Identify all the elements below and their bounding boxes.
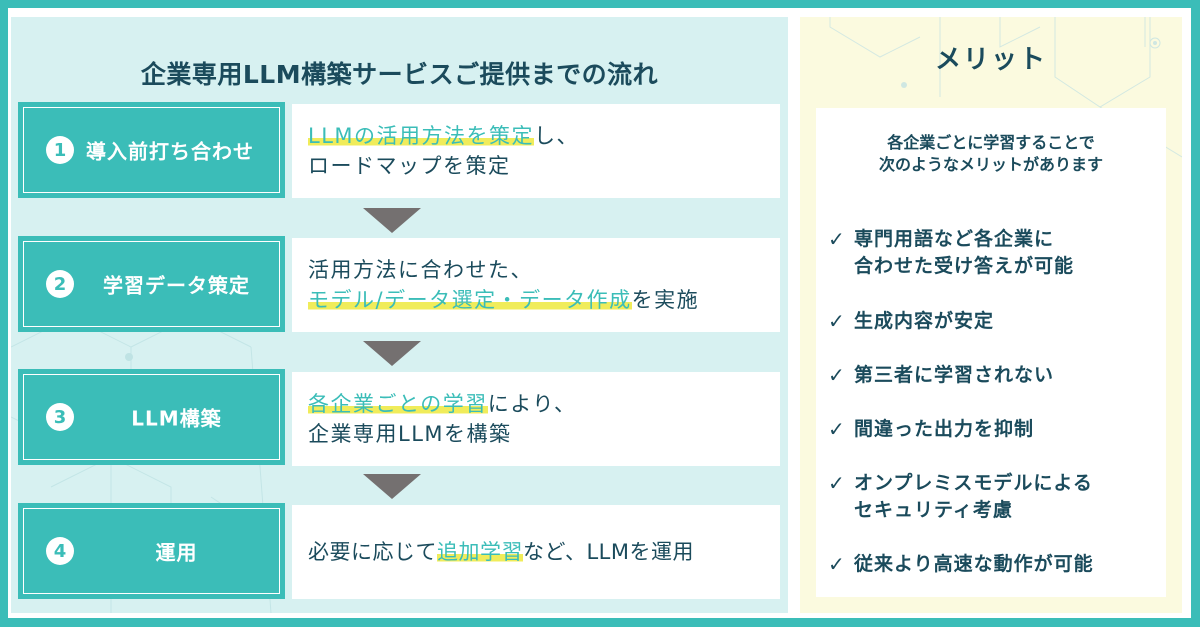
merit-item: ✓ 第三者に学習されない xyxy=(828,362,1164,389)
merit-text: 生成内容が安定 xyxy=(854,310,995,332)
highlight-text: LLMの活用方法を策定 xyxy=(308,123,535,148)
merit-text: オンプレミスモデルによる xyxy=(854,472,1093,494)
merit-item: ✓ 従来より高速な動作が可能 xyxy=(828,551,1164,578)
arrow-down-icon xyxy=(363,474,421,499)
step-4-label: 4 運用 xyxy=(18,503,285,599)
step-number-badge: 4 xyxy=(46,537,74,565)
step-number-badge: 1 xyxy=(46,136,74,164)
desc-text: 企業専用LLMを構築 xyxy=(308,422,512,446)
flow-title: 企業専用LLM構築サービスご提供までの流れ xyxy=(140,60,659,89)
desc-text: ロードマップを策定 xyxy=(308,154,511,178)
arrow-down-icon xyxy=(363,341,421,366)
desc-text: 活用方法に合わせた、 xyxy=(308,257,533,282)
merit-text: セキュリティ考慮 xyxy=(854,498,1013,521)
merits-intro: 各企業ごとに学習することで 次のようなメリットがあります xyxy=(816,132,1166,177)
step-1-title: 導入前打ち合わせ xyxy=(86,139,254,164)
check-icon: ✓ xyxy=(828,227,845,251)
check-icon: ✓ xyxy=(828,552,845,576)
step-2-description: 活用方法に合わせた、 モデル/データ選定・データ作成を実施 xyxy=(292,238,780,332)
step-3-description: 各企業ごとの学習により、 企業専用LLMを構築 xyxy=(292,372,780,466)
merit-item: ✓ 生成内容が安定 xyxy=(828,308,1164,335)
merit-item: ✓ 専門用語など各企業に 合わせた受け答えが可能 xyxy=(828,226,1164,279)
merits-panel: メリット 各企業ごとに学習することで 次のようなメリットがあります ✓ 専門用語… xyxy=(800,17,1182,613)
merits-title: メリット xyxy=(934,45,1047,75)
step-number-badge: 2 xyxy=(46,270,74,298)
merit-item: ✓ 間違った出力を抑制 xyxy=(828,416,1164,443)
step-1-label: 1 導入前打ち合わせ xyxy=(18,102,285,198)
highlight-text: 追加学習 xyxy=(437,539,523,564)
highlight-text: モデル/データ選定・データ作成 xyxy=(308,288,632,312)
merits-card: 各企業ごとに学習することで 次のようなメリットがあります ✓ 専門用語など各企業… xyxy=(816,108,1166,597)
highlight-text: 各企業ごとの学習 xyxy=(308,391,488,416)
step-4-title: 運用 xyxy=(155,540,198,565)
intro-line: 各企業ごとに学習することで xyxy=(887,133,1095,152)
merit-text: 間違った出力を抑制 xyxy=(854,418,1035,440)
step-2-title: 学習データ策定 xyxy=(103,273,250,298)
check-icon: ✓ xyxy=(828,363,845,387)
desc-text: により、 xyxy=(487,391,577,416)
step-3-label: 3 LLM構築 xyxy=(18,369,285,465)
flow-panel: 企業専用LLM構築サービスご提供までの流れ 1 導入前打ち合わせ LLMの活用方… xyxy=(11,17,788,613)
merit-text: 専門用語など各企業に xyxy=(854,228,1055,250)
desc-text: など、LLMを運用 xyxy=(523,539,694,564)
step-1-description: LLMの活用方法を策定し、 ロードマップを策定 xyxy=(292,104,780,198)
desc-text: を実施 xyxy=(631,288,700,312)
desc-text: 必要に応じて xyxy=(308,539,437,564)
check-icon: ✓ xyxy=(828,309,845,333)
desc-text: し、 xyxy=(534,123,580,148)
merit-text: 合わせた受け答えが可能 xyxy=(854,254,1075,277)
merit-text: 従来より高速な動作が可能 xyxy=(854,553,1094,575)
check-icon: ✓ xyxy=(828,471,845,495)
arrow-down-icon xyxy=(363,208,421,233)
intro-line: 次のようなメリットがあります xyxy=(878,155,1103,175)
step-3-title: LLM構築 xyxy=(131,406,222,431)
step-4-description: 必要に応じて追加学習など、LLMを運用 xyxy=(292,505,780,599)
check-icon: ✓ xyxy=(828,417,845,441)
step-number-badge: 3 xyxy=(46,403,74,431)
merit-item: ✓ オンプレミスモデルによる セキュリティ考慮 xyxy=(828,470,1164,523)
step-2-label: 2 学習データ策定 xyxy=(18,236,285,332)
merit-text: 第三者に学習されない xyxy=(854,364,1055,386)
